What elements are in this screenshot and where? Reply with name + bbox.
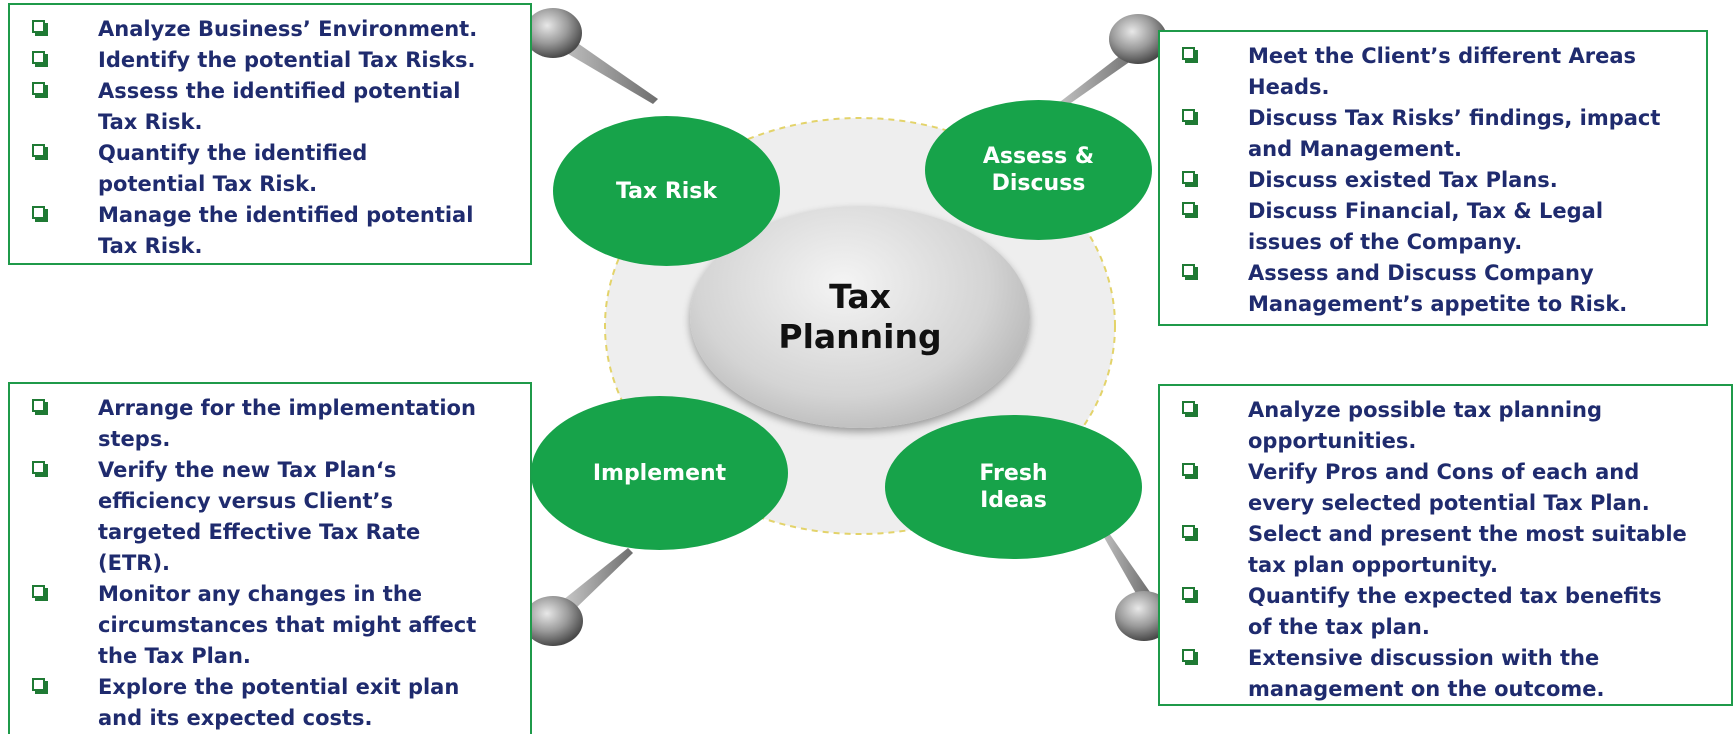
checkbox-bullet-icon — [32, 51, 45, 64]
list-item: Monitor any changes in the circumstances… — [10, 579, 530, 672]
list-item: Quantify the expected tax benefits of th… — [1160, 581, 1731, 643]
assess-discuss-box: Meet the Client’s different Areas Heads.… — [1158, 30, 1708, 326]
list-item: Identify the potential Tax Risks. — [10, 45, 530, 76]
tax-risk-box: Analyze Business’ Environment. Identify … — [8, 3, 532, 265]
pin-top-left — [524, 8, 658, 104]
checkbox-bullet-icon — [1182, 587, 1195, 600]
list-item: Verify the new Tax Plan‘s efficiency ver… — [10, 455, 530, 579]
list-item: Select and present the most suitable tax… — [1160, 519, 1731, 581]
assess-discuss-node: Assess & Discuss — [925, 100, 1152, 240]
checkbox-bullet-icon — [1182, 525, 1195, 538]
list-item: Quantify the identified potential Tax Ri… — [10, 138, 530, 200]
fresh-ideas-box: Analyze possible tax planning opportunit… — [1158, 384, 1733, 706]
checkbox-bullet-icon — [1182, 264, 1195, 277]
list-item: Analyze possible tax planning opportunit… — [1160, 395, 1731, 457]
checkbox-bullet-icon — [1182, 649, 1195, 662]
pin-top-right — [1052, 14, 1167, 112]
pin-bottom-left — [523, 548, 633, 646]
checkbox-bullet-icon — [32, 461, 45, 474]
list-item: Manage the identified potential Tax Risk… — [10, 200, 530, 262]
checkbox-bullet-icon — [1182, 463, 1195, 476]
checkbox-bullet-icon — [32, 82, 45, 95]
list-item: Arrange for the implementation steps. — [10, 393, 530, 455]
checkbox-bullet-icon — [1182, 202, 1195, 215]
list-item: Analyze Business’ Environment. — [10, 14, 530, 45]
tax-risk-node: Tax Risk — [553, 116, 780, 266]
list-item: Assess and Discuss Company Management’s … — [1160, 258, 1706, 320]
checkbox-bullet-icon — [1182, 47, 1195, 60]
checkbox-bullet-icon — [32, 206, 45, 219]
list-item: Assess the identified potential Tax Risk… — [10, 76, 530, 138]
checkbox-bullet-icon — [1182, 171, 1195, 184]
list-item: Explore the potential exit plan and its … — [10, 672, 530, 734]
implement-label: Implement — [592, 460, 727, 486]
checkbox-bullet-icon — [32, 20, 45, 33]
assess-discuss-label: Assess & Discuss — [982, 144, 1095, 196]
list-item: Discuss existed Tax Plans. — [1160, 165, 1706, 196]
checkbox-bullet-icon — [1182, 401, 1195, 414]
checkbox-bullet-icon — [1182, 109, 1195, 122]
implement-box: Arrange for the implementation steps. Ve… — [8, 382, 532, 734]
checkbox-bullet-icon — [32, 678, 45, 691]
list-item: Discuss Tax Risks’ findings, impact and … — [1160, 103, 1706, 165]
checkbox-bullet-icon — [32, 585, 45, 598]
list-item: Extensive discussion with the management… — [1160, 643, 1731, 705]
list-item: Verify Pros and Cons of each and every s… — [1160, 457, 1731, 519]
fresh-ideas-label: Fresh Ideas — [979, 461, 1048, 513]
fresh-ideas-node: Fresh Ideas — [885, 415, 1142, 559]
implement-node: Implement — [531, 396, 788, 550]
list-item: Discuss Financial, Tax & Legal issues of… — [1160, 196, 1706, 258]
list-item: Meet the Client’s different Areas Heads. — [1160, 41, 1706, 103]
tax-risk-label: Tax Risk — [615, 178, 718, 204]
checkbox-bullet-icon — [32, 144, 45, 157]
checkbox-bullet-icon — [32, 399, 45, 412]
center-label: Tax Planning — [778, 277, 942, 356]
